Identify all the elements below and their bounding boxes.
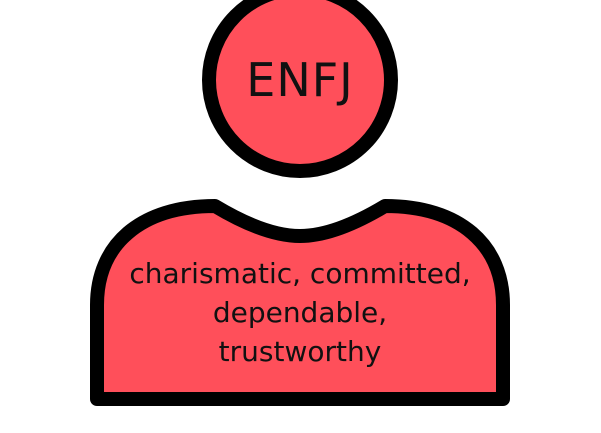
trait-line: charismatic, committed,: [129, 257, 471, 290]
torso-shape: [90, 199, 510, 406]
trait-line: dependable,: [212, 296, 388, 329]
personality-type-label: ENFJ: [246, 53, 354, 107]
trait-line: trustworthy: [218, 335, 382, 368]
head-shape: [202, 0, 398, 178]
traits-text: charismatic, committed, dependable, trus…: [100, 254, 500, 371]
